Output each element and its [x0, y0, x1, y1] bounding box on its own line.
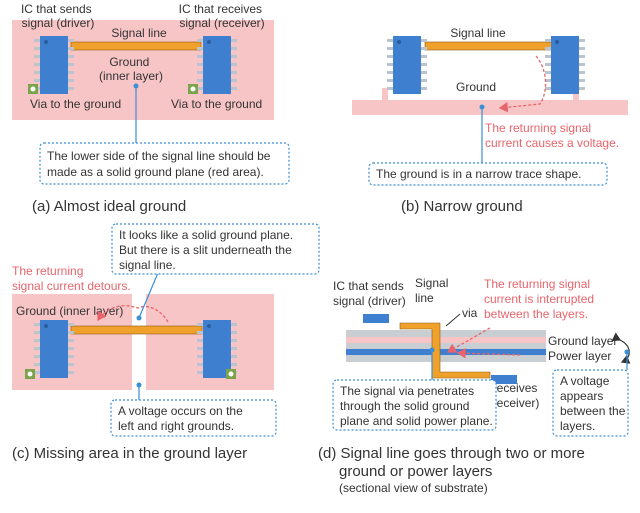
- power-layer-label: Power layer: [548, 349, 611, 363]
- signal-line-trace: [70, 41, 202, 51]
- interrupted-current: [456, 348, 521, 359]
- signal-line-label: Signal line: [450, 26, 506, 40]
- ground-label: Ground (inner layer): [16, 304, 123, 318]
- voltage-callout-text: A voltage appears between the layers.: [560, 374, 629, 433]
- interrupt-note: The returning signal current is interrup…: [484, 277, 597, 321]
- detour-path: [97, 304, 169, 323]
- layer-bottom: [346, 355, 546, 362]
- return-current-path: [498, 55, 547, 113]
- receiver-ic: [545, 36, 585, 94]
- bottom-callout-text: A voltage occurs on the left and right g…: [118, 404, 246, 433]
- return-note: The returning signal current causes a vo…: [485, 121, 619, 150]
- caption-b: (b) Narrow ground: [401, 198, 523, 215]
- callout-box: [39, 142, 290, 185]
- via-callout-box: [332, 379, 497, 431]
- ground-label: Ground: [456, 80, 496, 94]
- top-callout-box: [111, 223, 320, 275]
- driver-label: IC that sends signal (driver): [21, 2, 95, 30]
- receiver-ic: [491, 375, 517, 384]
- driver-label: IC that sends signal (driver): [333, 279, 407, 308]
- via-callout-text: The signal via penetrates through the so…: [340, 384, 493, 428]
- signal-line-label: Signal line: [415, 276, 452, 305]
- top-callout-text: It looks like a solid ground plane. But …: [119, 228, 296, 272]
- signal-line-trace: [70, 325, 203, 335]
- via-left-label: Via to the ground: [30, 97, 121, 111]
- ground-layer: [346, 337, 546, 343]
- caption-c: (c) Missing area in the ground layer: [12, 445, 247, 462]
- driver-ic: [34, 36, 74, 94]
- detour-note: The returning signal current detours.: [12, 264, 131, 293]
- callout-text: The ground is in a narrow trace shape.: [376, 167, 581, 181]
- bottom-callout-box: [110, 399, 277, 437]
- via-label: via: [462, 306, 478, 320]
- callout-text: The lower side of the signal line should…: [47, 149, 274, 179]
- subcaption-d: (sectional view of substrate): [339, 481, 488, 495]
- receiver-ic: [197, 36, 237, 94]
- caption-a: (a) Almost ideal ground: [32, 198, 186, 215]
- signal-line-label: Signal line: [111, 26, 167, 40]
- ground-label: Ground (inner layer): [99, 55, 163, 83]
- signal-via: [399, 322, 491, 379]
- caption-d: (d) Signal line goes through two or more…: [318, 445, 589, 480]
- driver-ic: [387, 36, 427, 94]
- callout-box: [368, 162, 608, 186]
- receiver-label: IC that receives signal (receiver): [179, 2, 266, 30]
- panel-a: IC that sends signal (driver) IC that re…: [12, 2, 290, 215]
- via-right-label: Via to the ground: [171, 97, 262, 111]
- power-layer: [346, 349, 546, 355]
- narrow-ground: [352, 100, 628, 115]
- signal-line-trace: [424, 41, 553, 51]
- panel-d: IC that sends signal (driver) Signal lin…: [318, 276, 631, 495]
- panel-b: Signal line Ground The returning signal …: [352, 26, 628, 215]
- panel-c: Ground (inner layer) The returning signa…: [12, 223, 320, 462]
- voltage-callout-box: [552, 369, 629, 437]
- layer-top: [346, 330, 546, 337]
- driver-ic: [363, 314, 389, 323]
- ground-layer-label: Ground layer: [548, 334, 617, 348]
- driver-ic: [34, 320, 74, 378]
